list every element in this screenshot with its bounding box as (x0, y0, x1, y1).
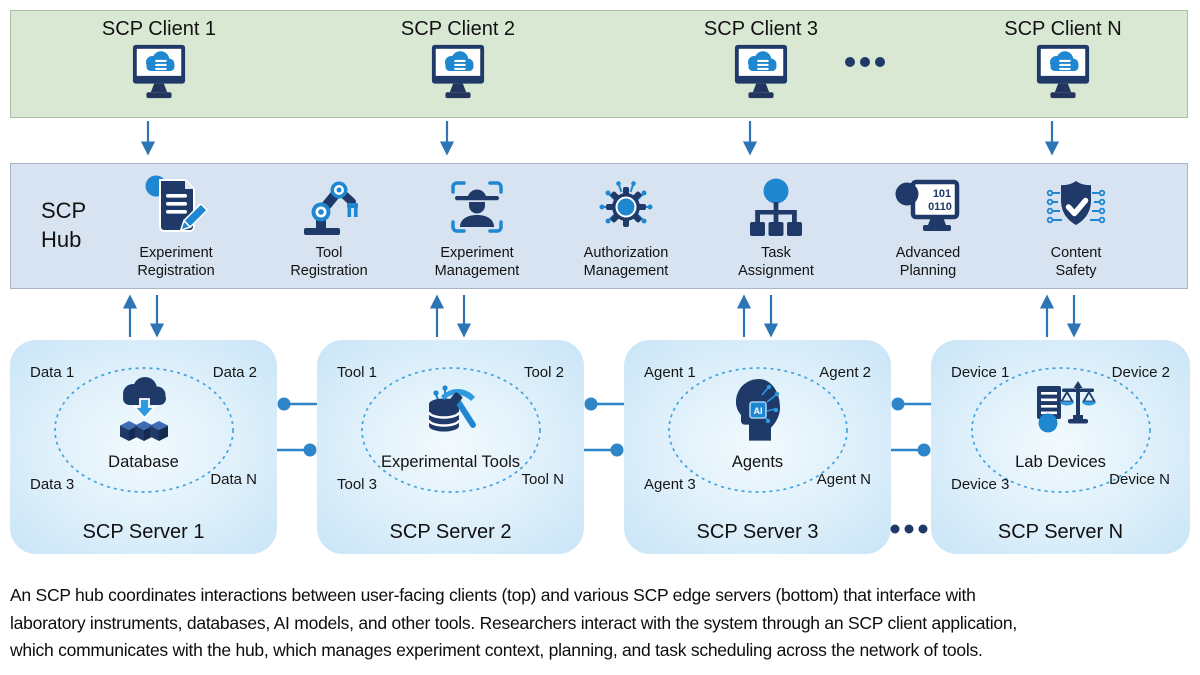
dashed-ellipse (360, 367, 541, 493)
hub-module-experiment-management: Experiment Management (397, 171, 557, 280)
node-label: Tool N (521, 471, 564, 488)
hub-title: SCP Hub (41, 198, 87, 252)
hub-module-label: Experiment Registration (137, 245, 215, 279)
hub-module-experiment-registration: Experiment Registration (96, 171, 256, 280)
hub-module-label: Advanced Planning (895, 245, 961, 279)
lab-scale-icon (1024, 373, 1098, 447)
node-label: Data 2 (212, 364, 257, 381)
hierarchy-icon (696, 171, 856, 243)
shield-check-icon (996, 171, 1156, 243)
dashed-ellipse (970, 367, 1151, 493)
client-1: SCP Client 1 (74, 18, 244, 101)
person-scan-icon (397, 171, 557, 243)
monitor-cloud-icon (676, 43, 846, 101)
monitor-cloud-icon (373, 43, 543, 101)
client-n: SCP Client N (978, 18, 1148, 101)
hub-module-content-safety: Content Safety (996, 171, 1156, 280)
hub-module-label: Task Assignment (738, 245, 814, 279)
document-pencil-icon (96, 171, 256, 243)
cloud-database-icon (107, 373, 181, 447)
server-title: SCP Server N (997, 521, 1124, 543)
server-title: SCP Server 1 (82, 521, 205, 543)
client-label: SCP Client 3 (703, 18, 819, 40)
server-resource-label: Lab Devices (1015, 453, 1106, 471)
client-label: SCP Client 2 (400, 18, 516, 40)
binary-line-2: 0110 (928, 201, 952, 213)
client-3: SCP Client 3 (676, 18, 846, 101)
node-label: Agent 3 (644, 476, 696, 493)
client-to-hub-arrows (140, 121, 1060, 156)
client-2: SCP Client 2 (373, 18, 543, 101)
server-3: Agent 1 Agent 2 Agent 3 Agent N AI Agent… (624, 340, 891, 554)
node-label: Agent 1 (644, 364, 696, 381)
server-resource-label: Database (108, 453, 179, 471)
node-label: Device 1 (951, 364, 1010, 381)
dashed-ellipse (53, 367, 234, 493)
dashed-ellipse (667, 367, 848, 493)
hub-module-tool-registration: Tool Registration (249, 171, 409, 280)
ai-chip-label: AI (753, 406, 762, 416)
hub-module-label: Experiment Management (434, 245, 520, 279)
server-2: Tool 1 Tool 2 Tool 3 Tool N Experimental… (317, 340, 584, 554)
node-label: Data 3 (30, 476, 75, 493)
hub-module-label: Tool Registration (290, 245, 368, 279)
hub-module-task-assignment: Task Assignment (696, 171, 856, 280)
node-label: Data 1 (30, 364, 75, 381)
binary-line-1: 101 (933, 188, 951, 200)
server-n: Device 1 Device 2 Device 3 Device N Lab … (931, 340, 1190, 554)
hub-server-arrows (122, 294, 1082, 338)
node-label: Data N (210, 471, 257, 488)
monitor-cloud-icon (74, 43, 244, 101)
server-1: Data 1 Data 2 Data 3 Data N Database SCP… (10, 340, 277, 554)
hub-band: SCP Hub Experiment Registration (10, 163, 1188, 289)
hub-module-label: Content Safety (1050, 245, 1102, 279)
hub-module-advanced-planning: 101 0110 Advanced Planning (848, 171, 1008, 280)
node-label: Agent N (816, 471, 871, 488)
client-label: SCP Client N (1004, 18, 1122, 40)
server-resource-label: Agents (731, 453, 784, 471)
figure-caption: An SCP hub coordinates interactions betw… (10, 585, 1017, 660)
binary-monitor-icon: 101 0110 (848, 171, 1008, 243)
node-label: Tool 1 (337, 364, 378, 381)
node-label: Device N (1109, 471, 1170, 488)
gear-circuit-icon (546, 171, 706, 243)
pickaxe-database-icon (414, 373, 488, 447)
servers-ellipsis-dots (890, 524, 928, 534)
node-label: Tool 3 (337, 476, 378, 493)
ai-head-icon: AI (721, 373, 795, 447)
node-label: Device 2 (1111, 364, 1170, 381)
node-label: Agent 2 (819, 364, 871, 381)
server-resource-label: Experimental Tools (380, 453, 521, 471)
node-label: Device 3 (951, 476, 1010, 493)
robot-arm-icon (249, 171, 409, 243)
hub-module-label: Authorization Management (583, 245, 669, 279)
client-label: SCP Client 1 (101, 18, 217, 40)
clients-band: SCP Client 1 SCP Client 2 (10, 10, 1188, 118)
hub-module-authorization-management: Authorization Management (546, 171, 706, 280)
node-label: Tool 2 (523, 364, 564, 381)
server-title: SCP Server 2 (389, 521, 512, 543)
monitor-cloud-icon (978, 43, 1148, 101)
server-title: SCP Server 3 (696, 521, 819, 543)
